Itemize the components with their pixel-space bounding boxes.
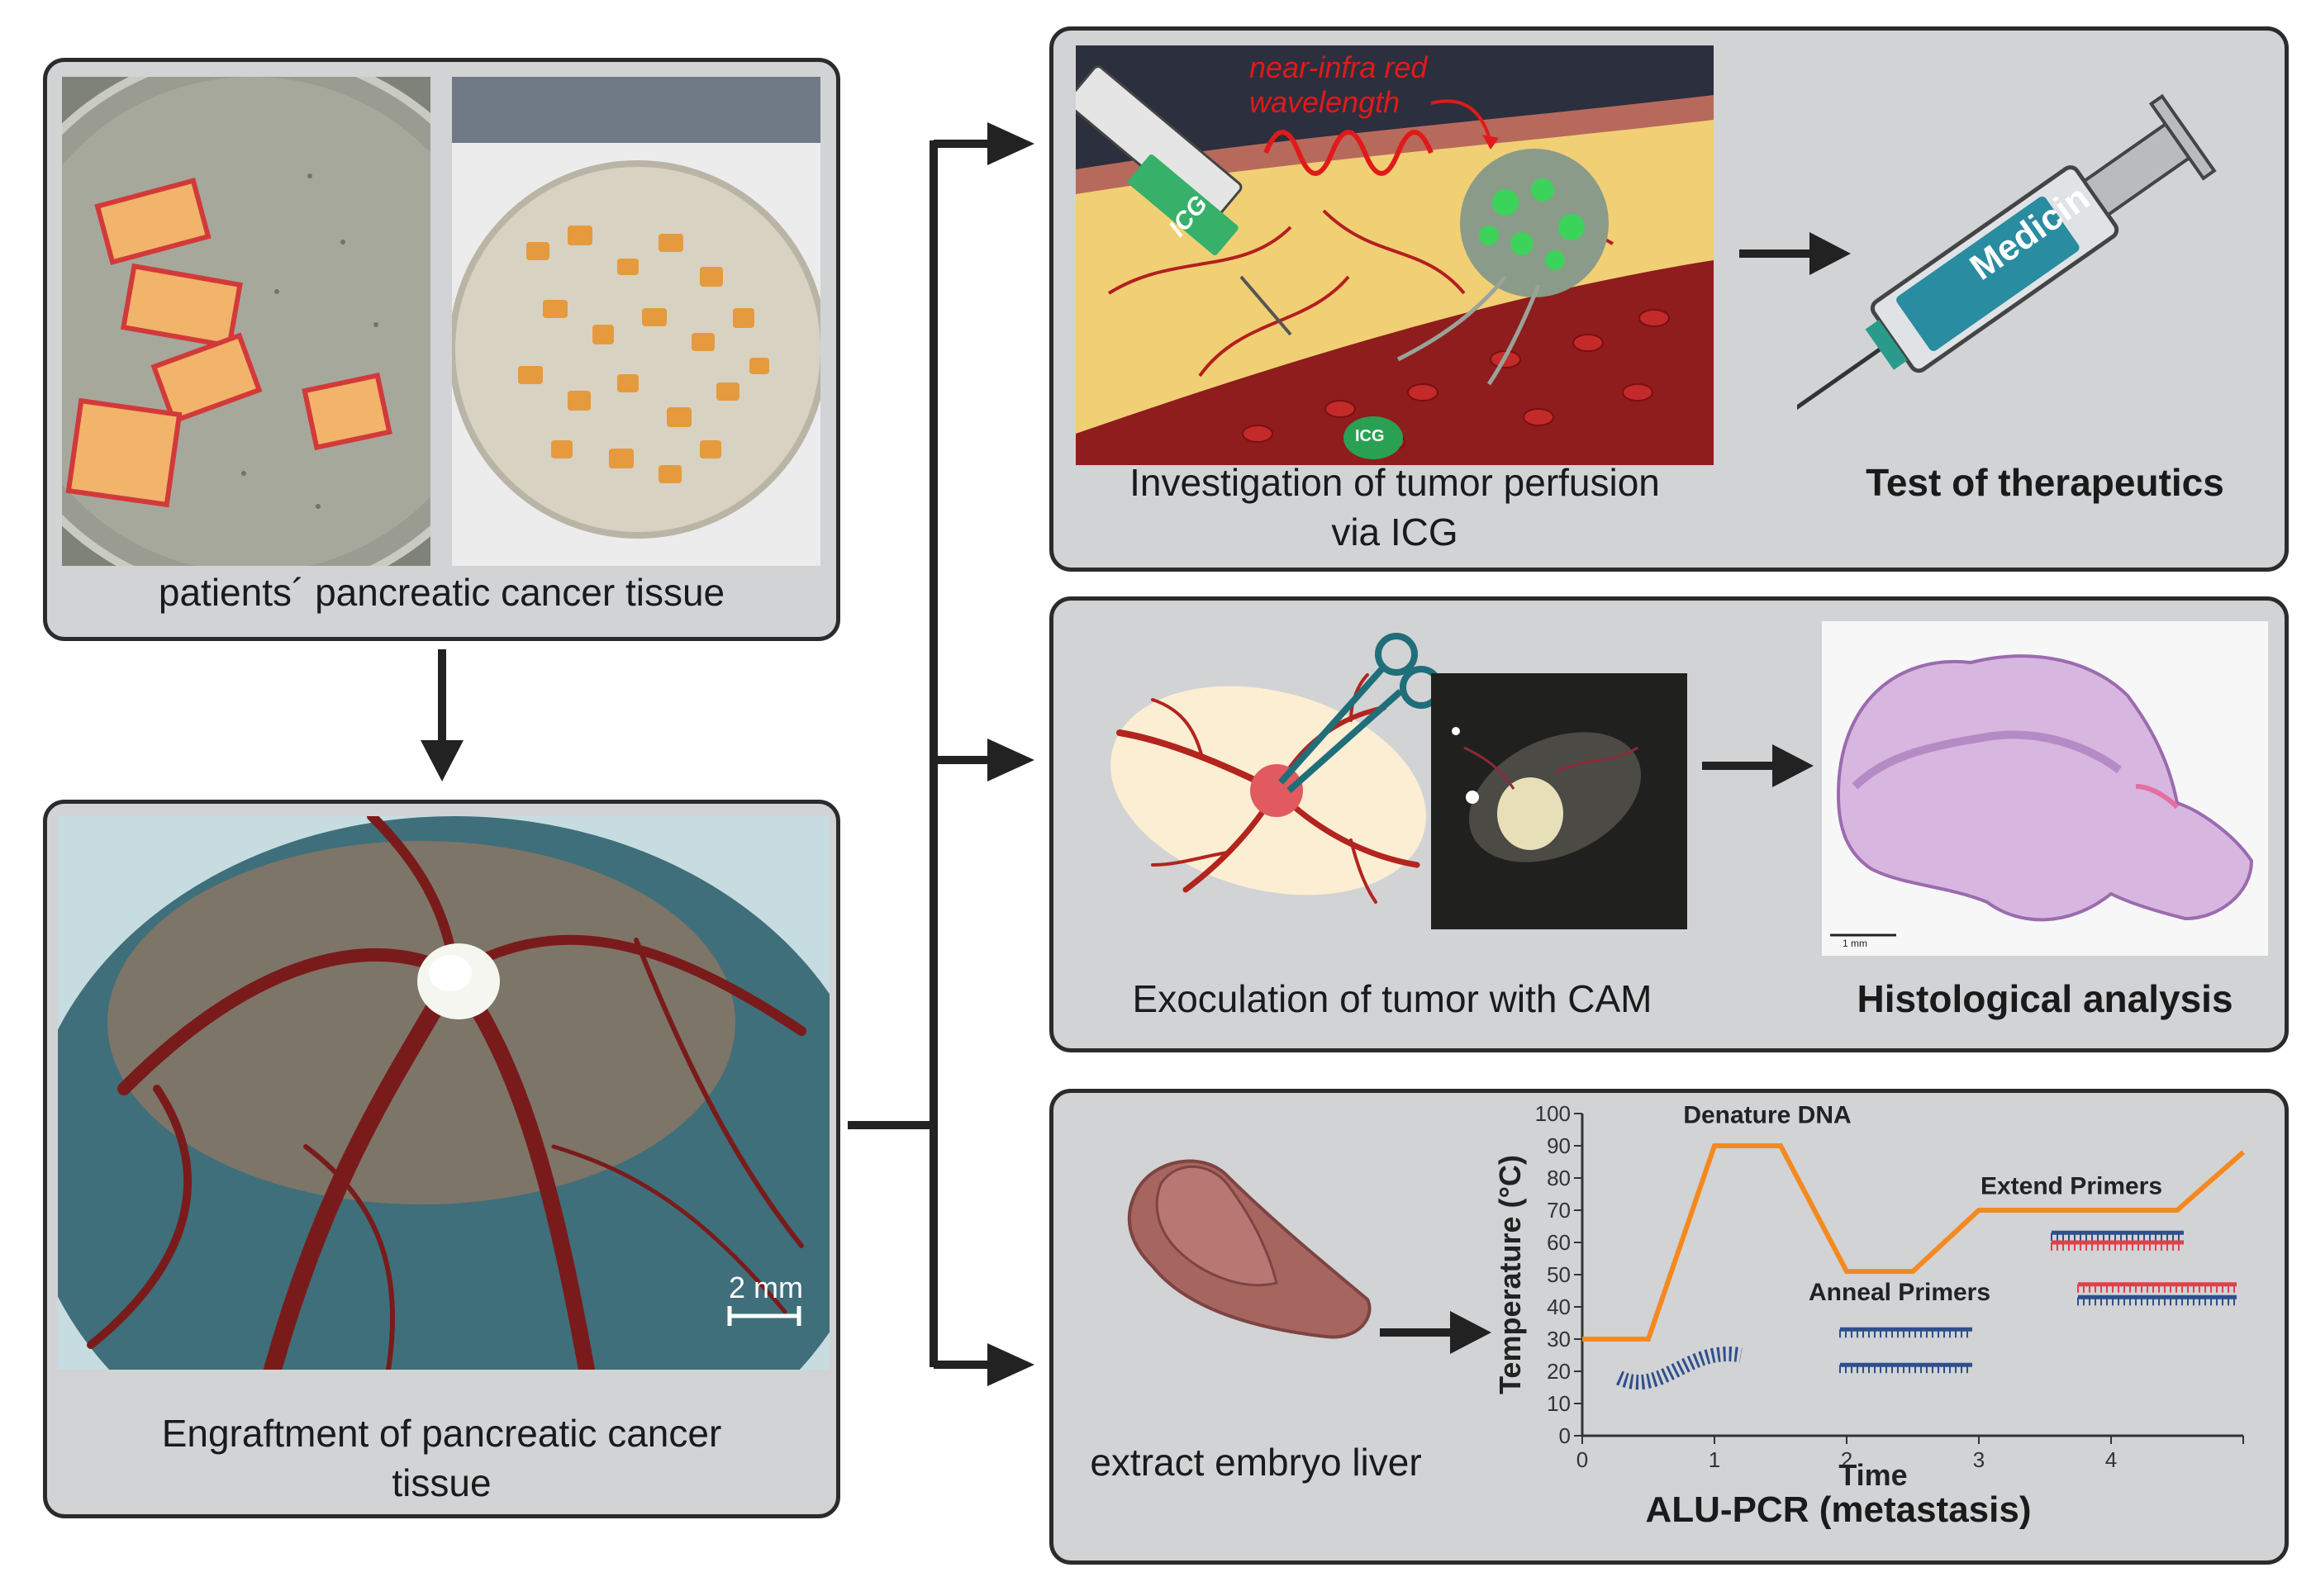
arrow-right-icon (1702, 744, 1814, 787)
dna-strand-extend (2077, 1282, 2237, 1293)
dna-strand-extend (2051, 1240, 2184, 1251)
nir-label-line2: wavelength (1249, 85, 1400, 119)
perfusion-illustration: near-infra red wavelength ICG ICG (1076, 45, 1714, 465)
histology-caption: Histological analysis (1857, 977, 2233, 1020)
dna-strand-denatured (1616, 1347, 1743, 1390)
pcr-annotation: Anneal Primers (1809, 1279, 1990, 1306)
histology-scale-label: 1 mm (1843, 938, 1867, 949)
dna-strand-anneal (1839, 1362, 1972, 1374)
y-tick-label: 20 (1547, 1359, 1571, 1384)
syringe-icon (1797, 93, 2217, 427)
therapeutics-caption: Test of therapeutics (1866, 461, 2224, 504)
arrow-right-icon (1739, 232, 1851, 275)
engraftment-caption-line2: tissue (392, 1461, 492, 1504)
y-tick-label: 50 (1547, 1262, 1571, 1287)
liver-caption: extract embryo liver (1090, 1441, 1422, 1484)
tissue-photo-small-pieces (452, 77, 820, 566)
exoculation-caption: Exoculation of tumor with CAM (1132, 977, 1652, 1020)
arrow-right-icon (1380, 1311, 1491, 1354)
pcr-title: ALU-PCR (metastasis) (1645, 1489, 2032, 1530)
arrow-right-icon (987, 739, 1034, 781)
branch-connector (848, 122, 1034, 1386)
y-tick-label: 80 (1547, 1166, 1571, 1190)
histology-image: 1 mm (1822, 621, 2268, 956)
cam-scissors-illustration (1110, 633, 1443, 904)
y-tick-label: 60 (1547, 1230, 1571, 1255)
pcr-chart: 0 10 20 30 40 50 60 70 80 90 100 0 1 2 3 4 Time Temperatu… (1493, 1105, 2245, 1492)
nir-label-line1: near-infra red (1249, 50, 1428, 84)
exoculation-panel: 1 mm Exoculation of tumor with CAM Histo… (1049, 596, 2289, 1052)
tissue-caption: patients´ pancreatic cancer tissue (158, 571, 725, 614)
scale-bar: 2 mm (727, 1271, 803, 1326)
pcr-annotation: Extend Primers (1981, 1173, 2162, 1200)
tissue-photo-large-pieces (62, 77, 430, 566)
y-tick-label: 0 (1559, 1423, 1571, 1448)
y-tick-label: 100 (1535, 1105, 1571, 1126)
pcr-annotation: Denature DNA (1683, 1105, 1851, 1129)
perfusion-caption-line2: via ICG (1331, 511, 1458, 553)
y-tick-label: 70 (1547, 1198, 1571, 1223)
dna-strand-extend (2077, 1294, 2237, 1306)
tissue-panel: patients´ pancreatic cancer tissue (43, 58, 840, 641)
y-tick-label: 90 (1547, 1133, 1571, 1158)
engraftment-caption-line1: Engraftment of pancreatic cancer (161, 1412, 722, 1455)
perfusion-panel: near-infra red wavelength ICG ICG Invest… (1049, 26, 2289, 572)
dye-label: ICG (1355, 427, 1385, 445)
dna-strand-extend (2051, 1230, 2184, 1242)
engraftment-photo: 2 mm (58, 816, 830, 1370)
exoculation-photo (1431, 673, 1687, 929)
perfusion-caption-line1: Investigation of tumor perfusion (1129, 461, 1660, 504)
arrow-down-icon (421, 649, 464, 781)
nir-wave (1263, 130, 1434, 176)
x-tick-label: 2 (1841, 1447, 1852, 1472)
y-tick-label: 30 (1547, 1327, 1571, 1351)
engraftment-panel: 2 mm Engraftment of pancreatic cancer ti… (43, 800, 840, 1518)
liver-icon (1127, 1159, 1372, 1339)
x-tick-label: 1 (1709, 1447, 1720, 1472)
arrow-right-icon (987, 1343, 1034, 1386)
x-tick-label: 3 (1973, 1447, 1985, 1472)
arrow-right-icon (987, 122, 1034, 165)
y-tick-label: 40 (1547, 1294, 1571, 1319)
dna-strand-anneal (1839, 1327, 1972, 1338)
y-tick-label: 10 (1547, 1391, 1571, 1416)
scale-label: 2 mm (729, 1271, 803, 1304)
x-tick-label: 4 (2105, 1447, 2117, 1472)
y-axis-label: Temperature (°C) (1493, 1155, 1527, 1394)
x-axis-label: Time (1838, 1458, 1907, 1492)
x-tick-label: 0 (1576, 1447, 1588, 1472)
